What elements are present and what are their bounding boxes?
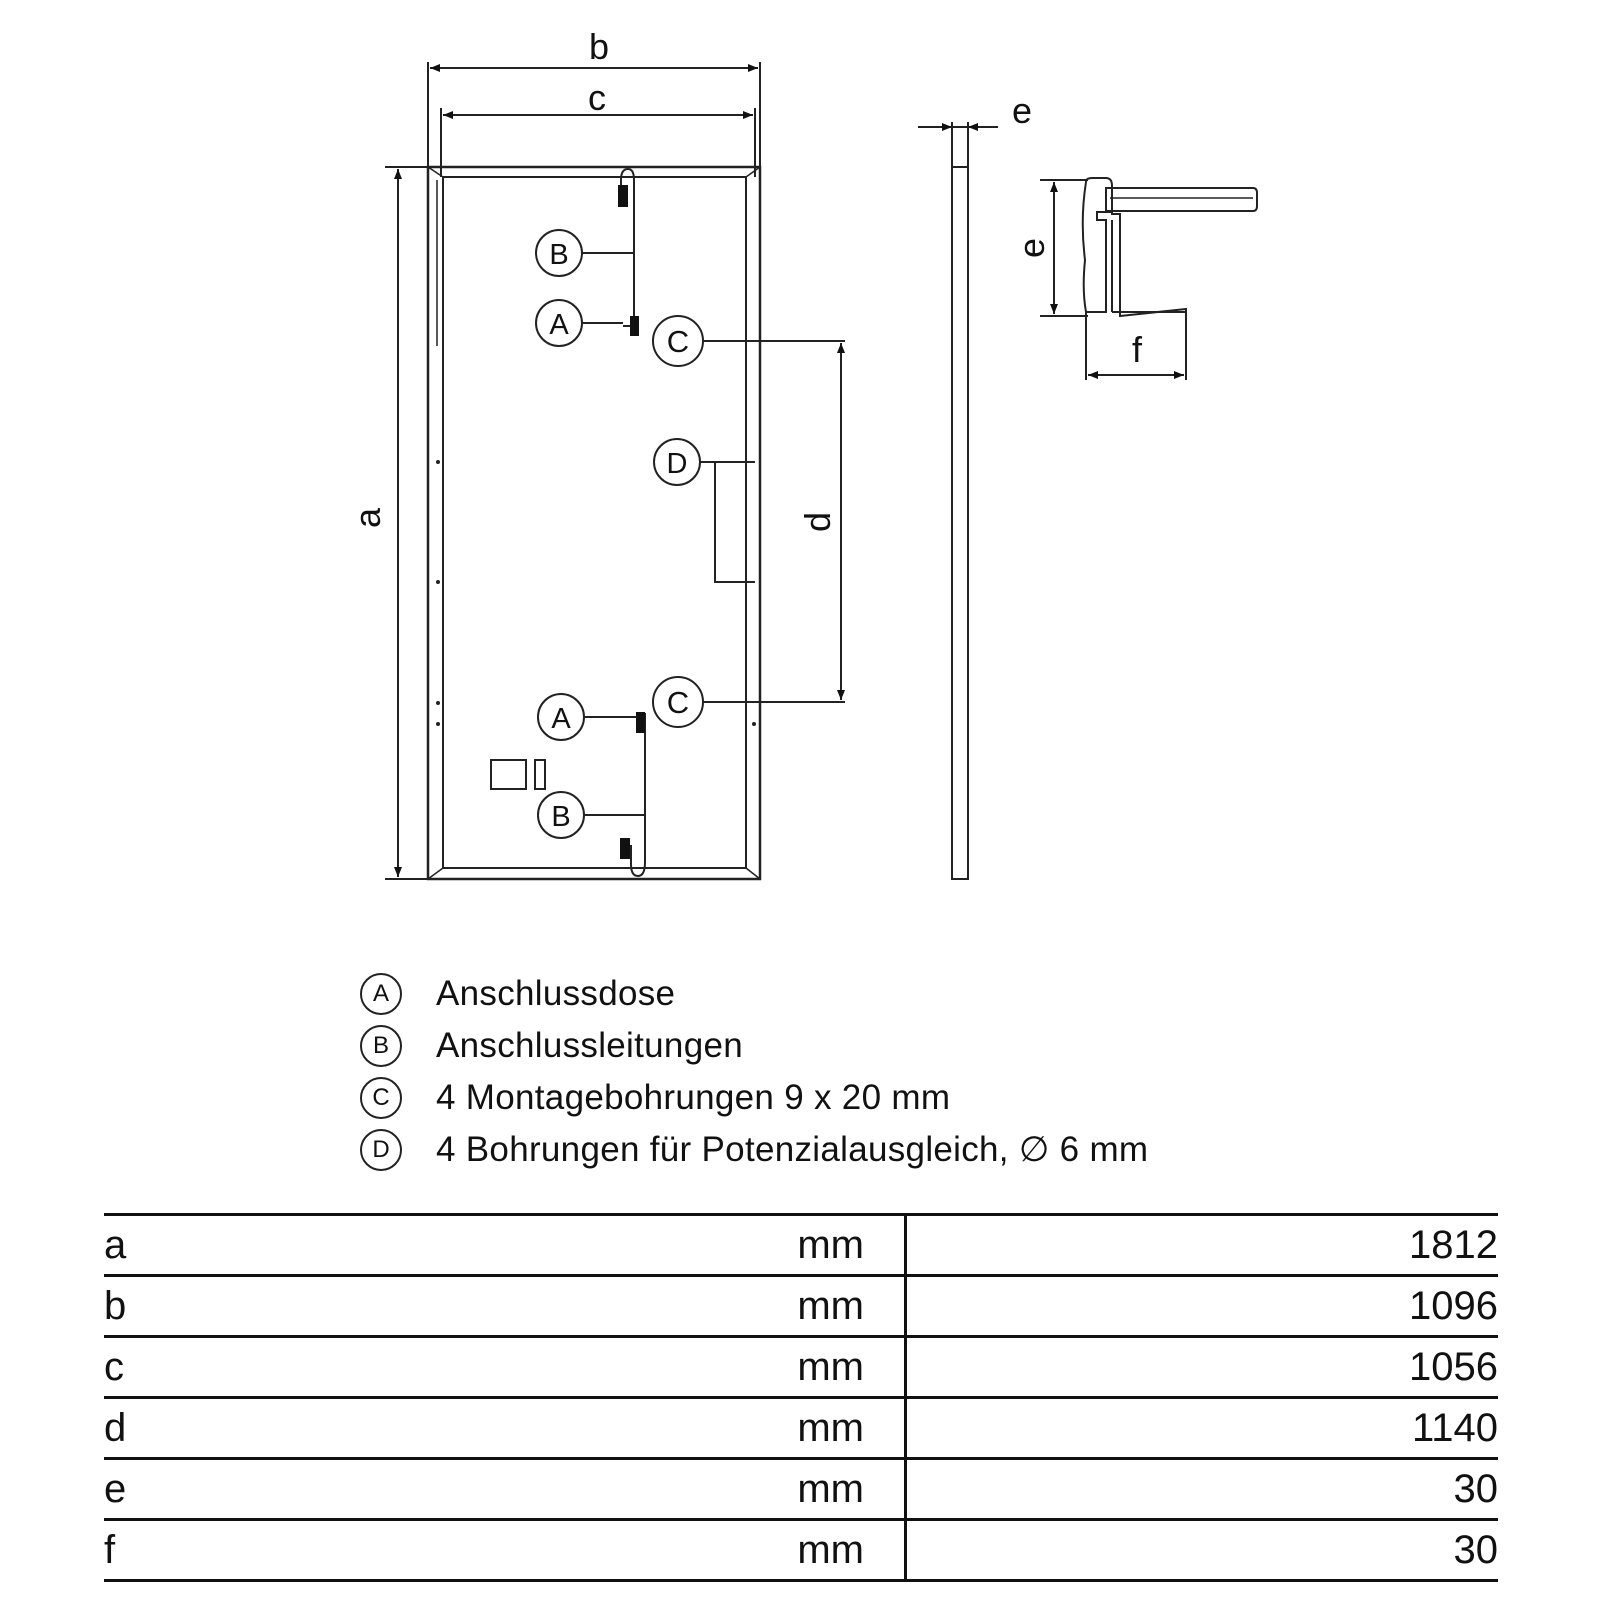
dimension-unit: mm: [664, 1397, 907, 1460]
dimension-unit: mm: [664, 1519, 907, 1582]
dimension-lines: [385, 62, 998, 880]
legend-marker-a: A: [360, 973, 402, 1015]
legend-text-a: Anschlussdose: [436, 974, 676, 1013]
legend-item-b: B Anschlussleitungen: [360, 1020, 1360, 1072]
legend-marker-d: D: [360, 1129, 402, 1171]
table-row: d mm 1140: [104, 1397, 1498, 1460]
callout-d: D: [653, 438, 701, 486]
table-row: a mm 1812: [104, 1213, 1498, 1277]
svg-text:A: A: [551, 703, 571, 735]
svg-text:B: B: [551, 801, 570, 833]
legend-text-b: Anschlussleitungen: [436, 1026, 743, 1065]
dimensions-table: a mm 1812 b mm 1096 c mm 1056 d mm 1140 …: [104, 1213, 1498, 1582]
table-row: c mm 1056: [104, 1336, 1498, 1399]
dimension-unit: mm: [664, 1458, 907, 1521]
dimension-value: 30: [905, 1458, 1498, 1521]
callout-b-bottom: B: [537, 791, 585, 839]
dimension-label-e-profile: e: [1011, 238, 1052, 258]
dimension-name: c: [104, 1336, 664, 1399]
callout-a-top: A: [535, 299, 583, 347]
module-outer-frame: [426, 165, 762, 881]
callout-c-bottom: C: [652, 676, 704, 728]
table-row: f mm 30: [104, 1519, 1498, 1582]
callout-circles: B A C D C A B: [535, 229, 704, 839]
dimension-value: 1140: [905, 1397, 1498, 1460]
legend-text-d: 4 Bohrungen für Potenzialausgleich, ∅ 6 …: [436, 1130, 1149, 1169]
dimension-name: d: [104, 1397, 664, 1460]
dimension-unit: mm: [664, 1213, 907, 1277]
module-inner-frame: [442, 176, 747, 869]
dimension-label-c: c: [588, 77, 606, 118]
svg-text:C: C: [667, 324, 689, 359]
legend: A Anschlussdose B Anschlussleitungen C 4…: [360, 968, 1360, 1176]
dimension-label-d: d: [797, 512, 838, 532]
svg-text:C: C: [667, 685, 689, 720]
legend-marker-c: C: [360, 1077, 402, 1119]
svg-text:B: B: [549, 239, 568, 271]
frame-profile-section: [1040, 177, 1258, 380]
dimension-name: f: [104, 1519, 664, 1582]
svg-text:D: D: [667, 448, 688, 480]
svg-text:A: A: [549, 309, 569, 341]
callout-a-bottom: A: [537, 693, 585, 741]
dimension-name: e: [104, 1458, 664, 1521]
dimension-unit: mm: [664, 1275, 907, 1338]
dimension-unit: mm: [664, 1336, 907, 1399]
callout-leader-lines: [580, 252, 845, 816]
legend-item-d: D 4 Bohrungen für Potenzialausgleich, ∅ …: [360, 1124, 1360, 1176]
module-dimension-drawing: B A C D C A B: [347, 26, 1258, 881]
dimension-label-f: f: [1132, 329, 1143, 370]
type-label-plate-small: [534, 759, 546, 790]
dimension-label-a: a: [347, 507, 388, 528]
grounding-hole-bracket: [714, 461, 755, 583]
module-rear-view: [426, 165, 762, 881]
legend-item-a: A Anschlussdose: [360, 968, 1360, 1020]
legend-marker-b: B: [360, 1025, 402, 1067]
dimension-label-b: b: [589, 26, 609, 67]
legend-text-c: 4 Montagebohrungen 9 x 20 mm: [436, 1078, 951, 1117]
dimension-value: 1812: [905, 1213, 1498, 1277]
dimension-label-e-front: e: [1012, 90, 1032, 131]
junction-boxes: [618, 185, 645, 859]
connection-cables: [620, 167, 646, 878]
legend-item-c: C 4 Montagebohrungen 9 x 20 mm: [360, 1072, 1360, 1124]
table-row: e mm 30: [104, 1458, 1498, 1521]
type-label-plate: [490, 759, 527, 790]
dimension-name: b: [104, 1275, 664, 1338]
table-row: b mm 1096: [104, 1275, 1498, 1338]
callout-b-top: B: [535, 229, 583, 277]
dimension-name: a: [104, 1213, 664, 1277]
dimension-value: 1056: [905, 1336, 1498, 1399]
dimension-value: 1096: [905, 1275, 1498, 1338]
dimension-value: 30: [905, 1519, 1498, 1582]
callout-c-top: C: [652, 315, 704, 367]
module-side-view: [951, 122, 969, 880]
